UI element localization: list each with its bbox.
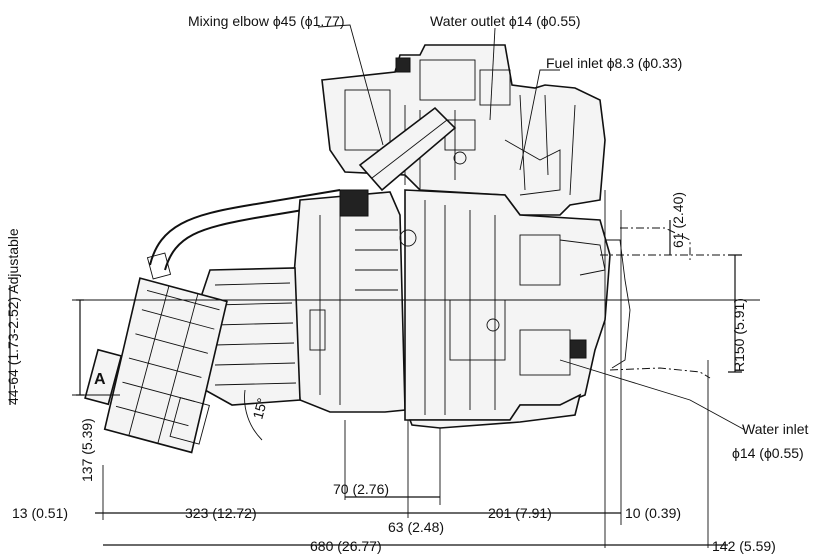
dim-137: 137 (5.39) bbox=[79, 418, 95, 482]
dim-adjustable: 44-64 (1.73-2.52) Adjustable bbox=[5, 228, 21, 405]
dim-angle: 15° bbox=[249, 396, 270, 421]
label-water-outlet: Water outlet ϕ14 (ϕ0.55) bbox=[430, 13, 581, 29]
dimension-lines bbox=[9, 220, 742, 546]
dim-201: 201 (7.91) bbox=[488, 505, 552, 521]
label-water-inlet-size: ϕ14 (ϕ0.55) bbox=[732, 445, 804, 461]
dim-142: 142 (5.59) bbox=[712, 538, 776, 554]
label-fuel-inlet: Fuel inlet ϕ8.3 (ϕ0.33) bbox=[546, 55, 682, 71]
label-mixing-elbow: Mixing elbow ϕ45 (ϕ1.77) bbox=[188, 13, 345, 29]
dim-323: 323 (12.72) bbox=[185, 505, 257, 521]
label-water-inlet: Water inlet bbox=[742, 421, 809, 437]
point-a-label: A bbox=[94, 371, 106, 388]
dim-61: 61 (2.40) bbox=[670, 192, 686, 248]
leader-lines bbox=[317, 24, 746, 431]
dim-680: 680 (26.77) bbox=[310, 538, 382, 554]
dim-13: 13 (0.51) bbox=[12, 505, 68, 521]
dim-10: 10 (0.39) bbox=[625, 505, 681, 521]
dim-63: 63 (2.48) bbox=[388, 519, 444, 535]
engine-illustration bbox=[84, 44, 711, 454]
dim-70: 70 (2.76) bbox=[333, 481, 389, 497]
dim-r150: R150 (5.91) bbox=[731, 298, 747, 372]
